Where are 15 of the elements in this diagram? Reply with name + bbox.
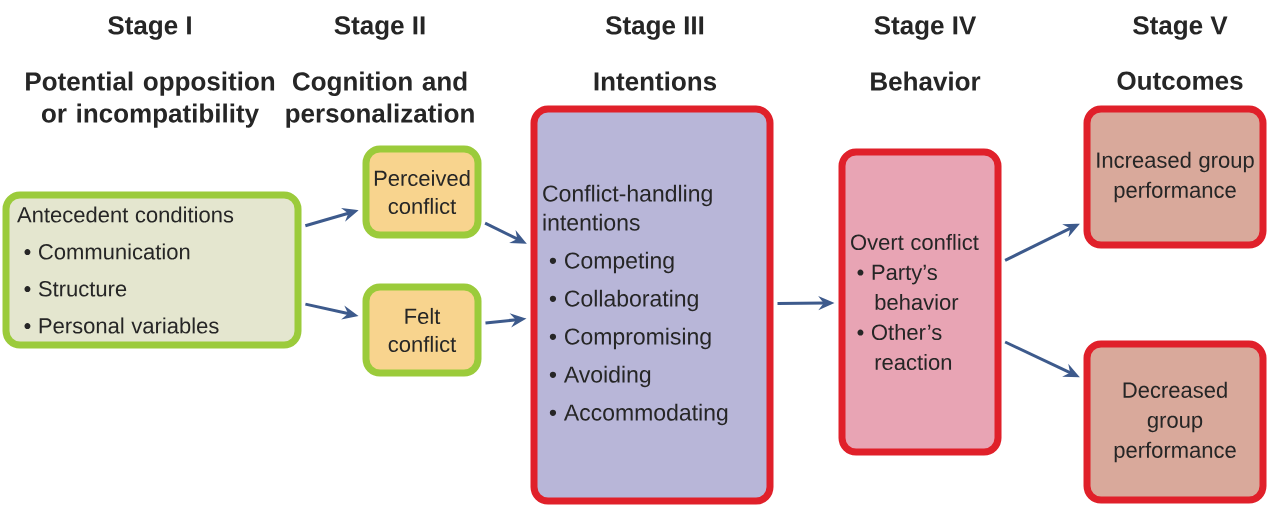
- process-box: Overt conflict • Party’s behavior • Other’s reaction: [838, 148, 1002, 456]
- process-box: Felt conflict: [362, 283, 482, 377]
- stage-title: Cognition and personalization: [286, 71, 474, 128]
- stage-heading: Stage II: [334, 16, 425, 40]
- stage-heading: Stage III: [605, 16, 704, 40]
- stage-title: Behavior: [871, 71, 981, 91]
- process-box: Conflict-handling intentions • Competing • Collaborating • Compromising • Avoiding • Accommodating: [530, 105, 774, 505]
- process-box: Antecedent conditions • Communication • Structure • Personal variables: [2, 191, 302, 349]
- stage-heading: Stage V: [1133, 16, 1228, 40]
- process-box: Perceived conflict: [362, 145, 482, 239]
- process-box: Increased group performance: [1083, 105, 1267, 249]
- stage-heading: Stage IV: [874, 16, 977, 40]
- stage-title: Potential opposition or incompatibility: [26, 71, 275, 128]
- process-box: Decreased group performance: [1083, 340, 1267, 504]
- stage-heading: Stage I: [108, 16, 191, 40]
